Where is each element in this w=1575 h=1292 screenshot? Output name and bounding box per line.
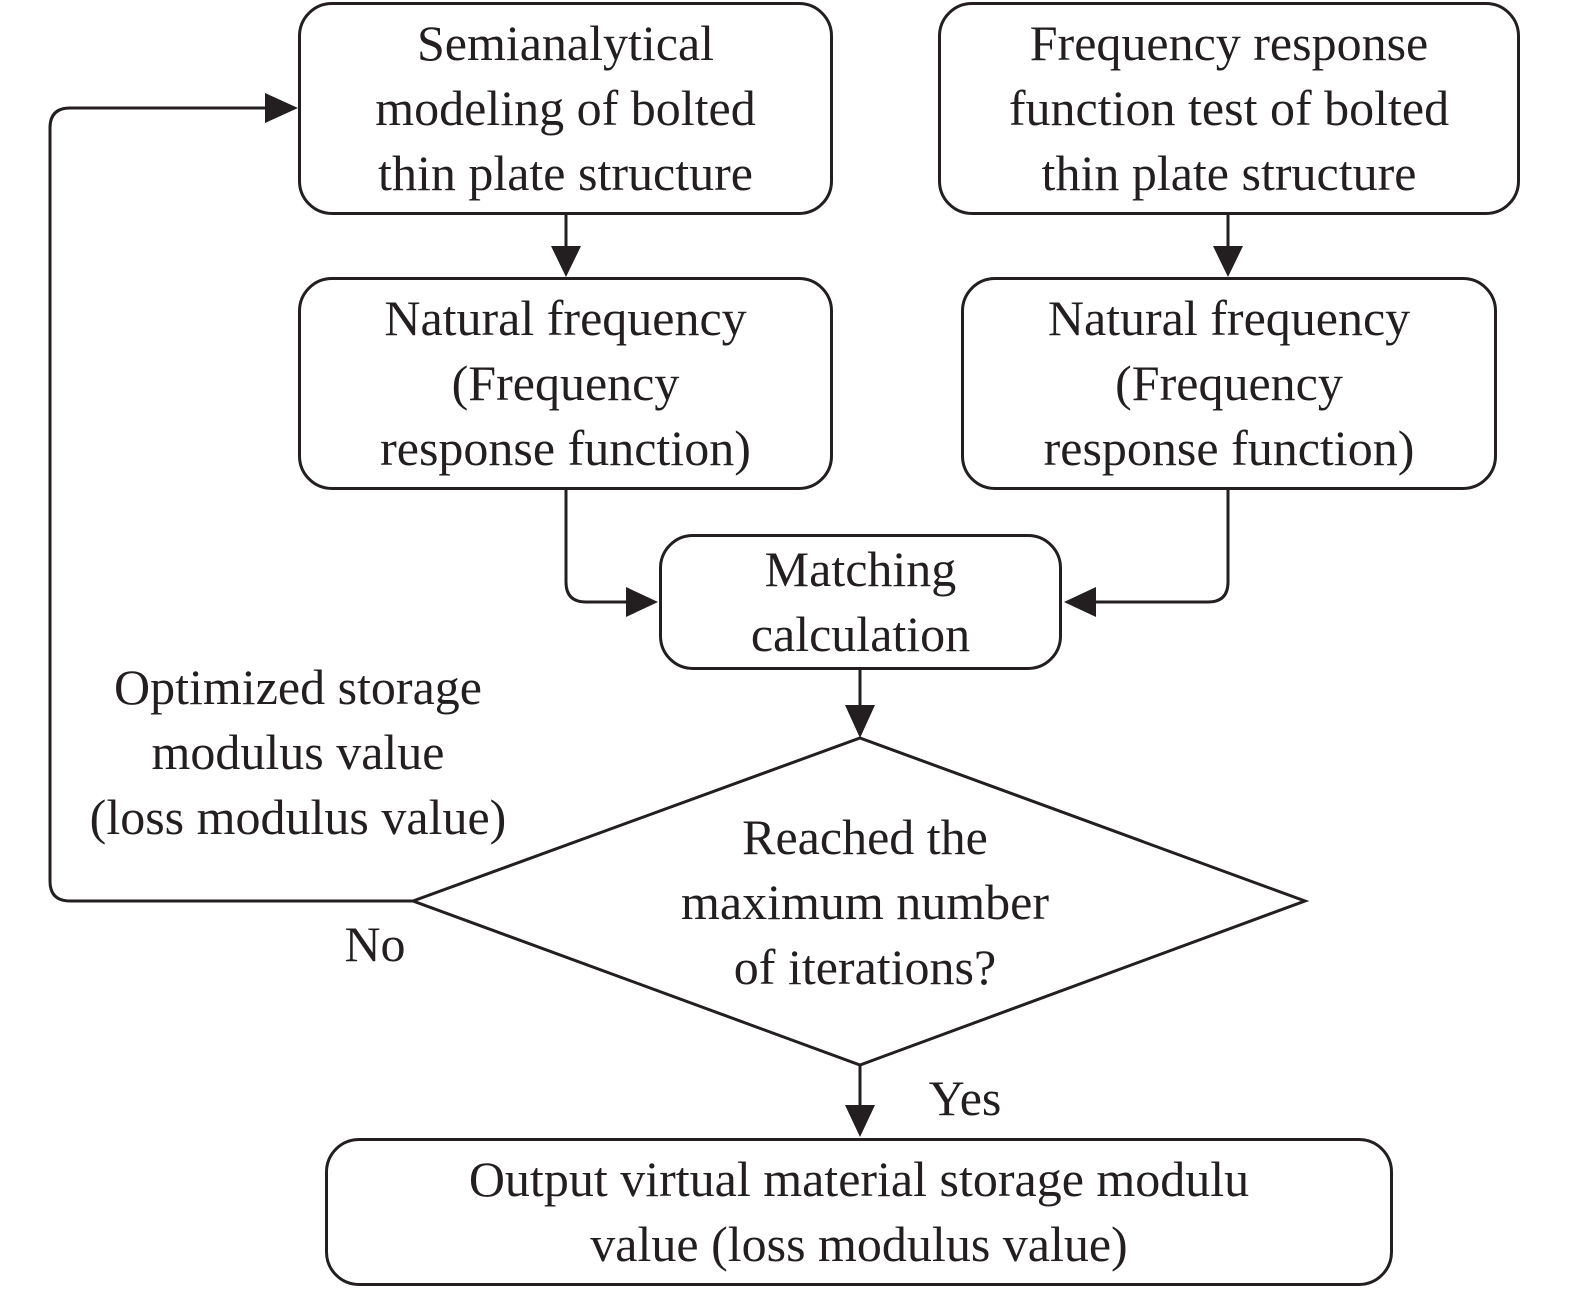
yes-label-text: Yes [928,1070,1002,1126]
arrowhead-feedback [265,93,298,123]
decision-text-line: of iterations? [733,939,997,995]
natural-frequency-model-box: Natural frequency (Frequency response fu… [298,277,833,490]
semianalytical-modeling-box: Semianalytical modeling of bolted thin p… [298,2,833,215]
box-text-line: Natural frequency [384,290,747,346]
box-text-line: calculation [750,606,971,662]
box-text-line: Natural frequency [1047,290,1411,346]
box-text-line: response function) [1043,420,1415,476]
box-text-line: Frequency response [1029,15,1429,71]
arrowhead-natural-right [1213,246,1243,277]
arrowhead-matching-left [626,587,658,617]
frequency-response-test-box: Frequency response function test of bolt… [938,2,1520,215]
box-text-line: modeling of bolted [375,80,756,136]
box-text-line: (Frequency [451,355,680,411]
feedback-label-line: modulus value [151,724,445,780]
box-text-line: response function) [380,420,751,476]
arrowhead-decision [845,705,875,738]
decision-text: Reached the maximum number of iterations… [560,805,1170,1000]
natural-frequency-test-box: Natural frequency (Frequency response fu… [961,277,1497,490]
box-text-line: (Frequency [1115,355,1343,411]
no-label: No [325,912,425,977]
matching-calculation-box: Matching calculation [659,534,1062,670]
output-box: Output virtual material storage modulu v… [325,1138,1393,1286]
box-text-line: thin plate structure [1041,145,1417,201]
arrowhead-matching-right [1064,587,1096,617]
no-label-text: No [344,916,406,972]
arrow-natural-right-to-matching [1092,490,1230,604]
decision-diamond [408,736,1310,1067]
box-text-line: Matching [764,541,957,597]
box-text-line: Semianalytical [416,15,715,71]
box-text-line: thin plate structure [378,145,753,201]
arrowhead-output [845,1105,875,1137]
yes-label: Yes [905,1066,1025,1131]
decision-text-line: Reached the [742,809,988,865]
feedback-label: Optimized storage modulus value (loss mo… [38,655,558,850]
feedback-label-line: (loss modulus value) [89,789,507,845]
box-text-line: value (loss modulus value) [590,1216,1128,1272]
arrowhead-natural-left [551,246,581,277]
feedback-loop-line [48,106,413,903]
feedback-label-line: Optimized storage [114,659,482,715]
box-text-line: Output virtual material storage modulu [468,1151,1250,1207]
decision-text-line: maximum number [681,874,1049,930]
arrow-natural-left-to-matching [564,490,630,604]
box-text-line: function test of bolted [1008,80,1450,136]
